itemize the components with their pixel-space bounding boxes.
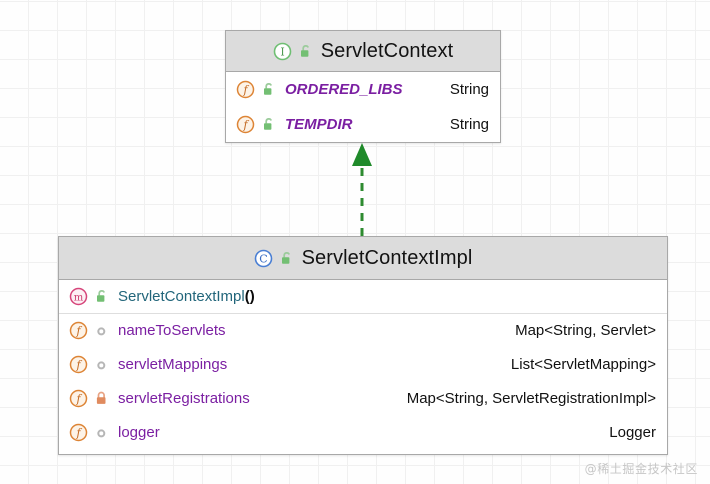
class-box-servlet-context[interactable]: I ServletContext f [225, 30, 501, 143]
svg-text:f: f [75, 358, 82, 371]
svg-text:f: f [242, 119, 249, 132]
field-icon: f [68, 388, 88, 408]
class-header-servlet-context-impl: C ServletContextImpl [59, 237, 667, 280]
unlock-icon [94, 288, 109, 305]
member-name: servletMappings [118, 355, 228, 373]
member-name: nameToServlets [118, 322, 226, 339]
svg-text:f: f [75, 392, 82, 405]
member-name: ORDERED_LIBS [285, 81, 403, 98]
class-icon: C [254, 248, 274, 268]
unlock-icon [279, 250, 294, 267]
class-title: ServletContext [320, 39, 454, 62]
svg-text:I: I [281, 45, 285, 58]
field-icon: f [68, 422, 88, 442]
member-row-name-to-servlets[interactable]: f nameToServlets Map<String, Servlet> [59, 313, 667, 347]
package-private-icon [94, 322, 109, 339]
class-box-servlet-context-impl[interactable]: C ServletContextImpl m [58, 236, 668, 455]
member-name: TEMPDIR [285, 116, 353, 133]
class-title: ServletContextImpl [301, 246, 473, 269]
class-header-servlet-context: I ServletContext [226, 31, 500, 72]
field-icon: f [235, 80, 255, 100]
member-type: Map<String, Servlet> [515, 322, 656, 339]
member-row-logger[interactable]: f logger Logger [59, 415, 667, 449]
field-icon: f [235, 115, 255, 135]
svg-text:C: C [259, 252, 267, 265]
member-row-tempdir[interactable]: f TEMPDIR String [226, 107, 500, 142]
member-row-ordered-libs[interactable]: f ORDERED_LIBS String [226, 72, 500, 107]
member-type: String [449, 81, 489, 98]
member-type: Logger [609, 423, 656, 441]
member-row-servlet-mappings[interactable]: f servletMappings List<ServletMapping> [59, 347, 667, 381]
lock-icon [94, 390, 109, 407]
package-private-icon [94, 356, 109, 373]
member-parens: () [244, 288, 255, 305]
member-row-servlet-registrations[interactable]: f servletRegistrations Map<String, Servl… [59, 381, 667, 415]
member-name: ServletContextImpl [118, 288, 245, 305]
field-icon: f [68, 354, 88, 374]
svg-text:f: f [242, 84, 249, 97]
realization-arrowhead-icon [352, 143, 372, 166]
member-type: String [449, 116, 489, 133]
unlock-icon [261, 81, 276, 98]
method-icon: m [68, 287, 88, 307]
field-icon: f [68, 321, 88, 341]
member-name: servletRegistrations [118, 389, 250, 407]
unlock-icon [298, 43, 313, 60]
interface-icon: I [273, 41, 293, 61]
member-name: logger [118, 423, 160, 441]
member-type: List<ServletMapping> [510, 355, 656, 373]
member-type: Map<String, ServletRegistrationImpl> [406, 389, 656, 407]
svg-text:f: f [75, 325, 82, 338]
svg-text:m: m [73, 292, 83, 303]
member-row-constructor[interactable]: m ServletContextImpl () [59, 280, 667, 313]
svg-text:f: f [75, 426, 82, 439]
package-private-icon [94, 424, 109, 441]
unlock-icon [261, 116, 276, 133]
watermark: @稀土掘金技术社区 [584, 462, 698, 476]
